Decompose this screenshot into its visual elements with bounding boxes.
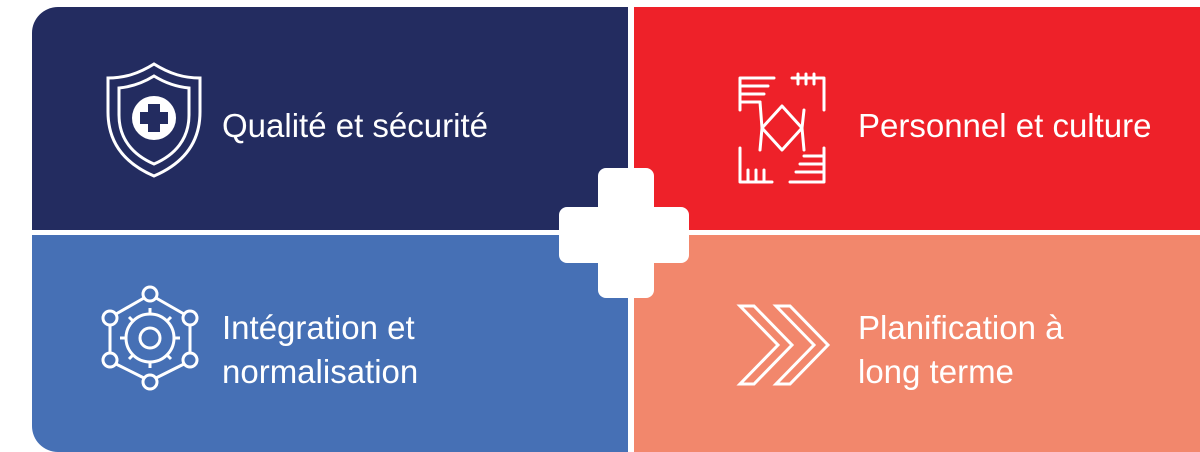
- gear-network-icon: [101, 285, 199, 391]
- quadrant-people-culture: [634, 7, 1200, 230]
- long-term-planning-label: Planification à long terme: [858, 306, 1063, 394]
- integration-standardization-label: Intégration et normalisation: [222, 306, 418, 394]
- joined-hands-icon: [738, 72, 826, 184]
- people-culture-label-line-1: Personnel et culture: [858, 107, 1152, 144]
- people-culture-label: Personnel et culture: [858, 104, 1152, 148]
- planning-label-line-2: long terme: [858, 353, 1014, 390]
- quadrant-long-term-planning: [634, 235, 1200, 452]
- integration-label-line-1: Intégration et: [222, 309, 415, 346]
- integration-label-line-2: normalisation: [222, 353, 419, 390]
- double-chevron-right-icon: [736, 304, 831, 386]
- planning-label-line-1: Planification à: [858, 309, 1064, 346]
- shield-medical-icon: [106, 62, 202, 178]
- quadrant-integration-standardization: [32, 235, 628, 452]
- quality-safety-label-line-1: Qualité et sécurité: [222, 107, 488, 144]
- plus-cross-horizontal-bar: [559, 207, 689, 263]
- quadrant-quality-safety: [32, 7, 628, 230]
- quality-safety-label: Qualité et sécurité: [222, 104, 488, 148]
